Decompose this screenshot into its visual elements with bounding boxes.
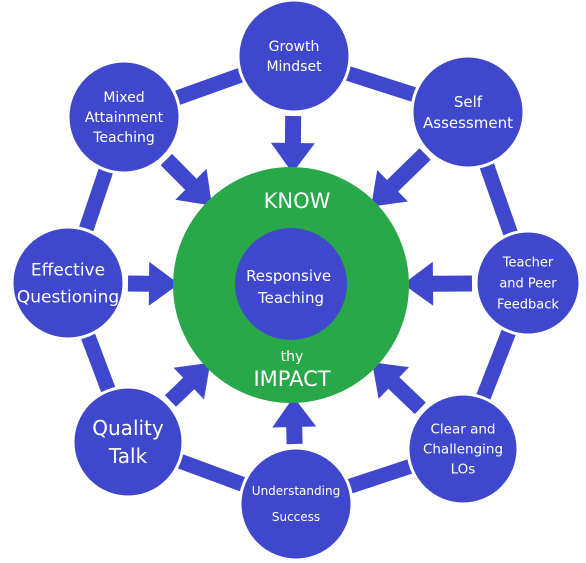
node-label-line: Self [454, 93, 483, 111]
center-text: Responsive Teaching [246, 267, 336, 307]
arrow-to-center [372, 362, 426, 415]
node-label-line: Success [272, 510, 320, 524]
arrow-to-center [164, 362, 211, 407]
arrow-to-center [160, 153, 212, 206]
node-label-line: Quality [92, 416, 164, 440]
node-label-line: Talk [108, 444, 148, 468]
thy-label: thy [281, 349, 304, 365]
node-label-line: Questioning [17, 287, 119, 307]
node-circle [406, 392, 520, 506]
node-circle [238, 446, 354, 562]
node-label-line: Effective [31, 260, 105, 280]
impact-label: IMPACT [253, 367, 330, 391]
node-label-line: Teaching [92, 130, 155, 146]
center-core [235, 228, 347, 340]
node-label-line: Mixed [103, 90, 144, 106]
arrow-to-center [403, 261, 473, 306]
node-circle [10, 225, 126, 341]
node-label-line: Mindset [266, 59, 322, 75]
node-circle [71, 385, 185, 499]
node-label-line: LOs [451, 462, 476, 478]
node-label-line: Teacher [502, 256, 554, 271]
node-label-line: Challenging [423, 442, 503, 458]
node-circle [236, 0, 352, 114]
node-circle [474, 229, 582, 337]
node-label-line: Clear and [431, 422, 496, 438]
arrow-to-center [127, 261, 179, 306]
node-circle [410, 54, 526, 170]
node-label-line: Attainment [85, 110, 164, 126]
arrow-to-center [270, 115, 315, 173]
arrow-layer [127, 115, 473, 445]
arrow-to-center [272, 397, 317, 445]
node-circle [66, 59, 182, 175]
node-label-line: Assessment [423, 114, 513, 132]
node-label-line: and Peer [499, 277, 557, 292]
node-label-line: Feedback [497, 298, 559, 313]
node-label-line: Understanding [252, 484, 340, 498]
node-label-line: Growth [269, 39, 320, 55]
know-label: KNOW [264, 189, 331, 213]
arrow-to-center [371, 148, 431, 207]
